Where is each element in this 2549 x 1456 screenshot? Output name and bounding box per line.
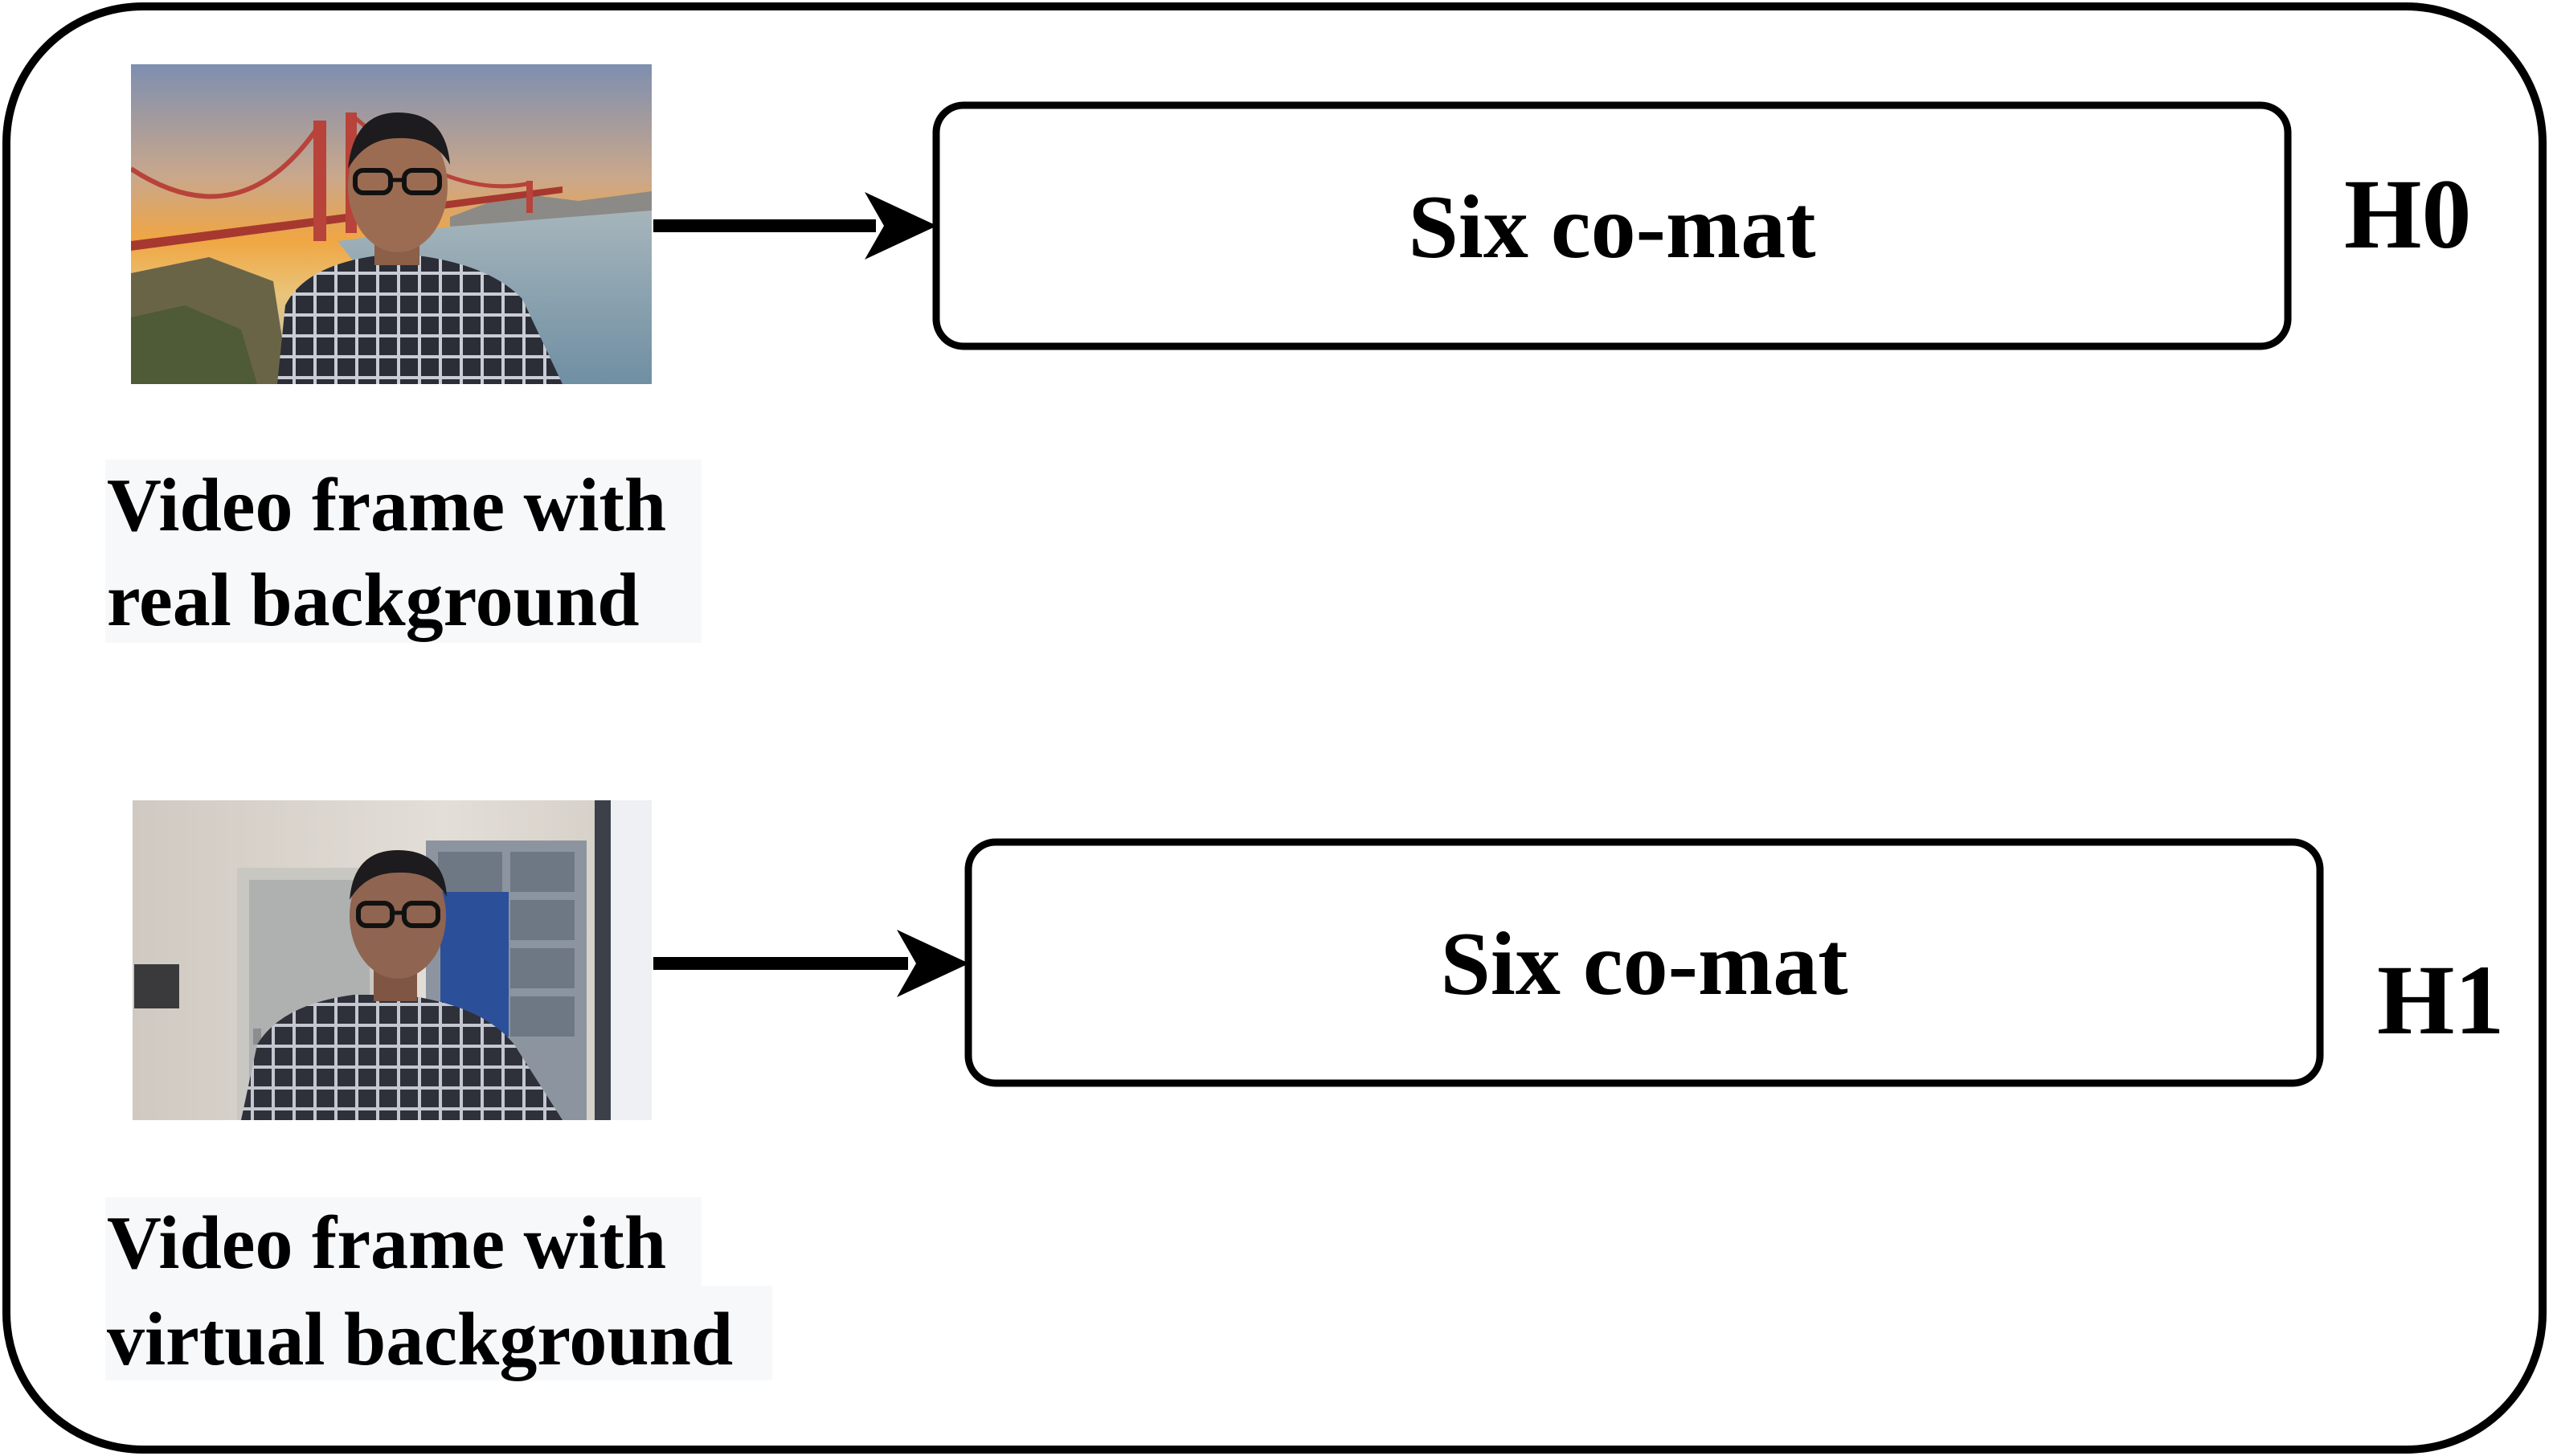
caption-virtual-line2: virtual background (107, 1298, 733, 1381)
caption-real-line1: Video frame with (107, 464, 666, 547)
arrow-real-to-comat (653, 192, 937, 260)
video-frame-virtual-background-image (133, 800, 652, 1120)
person-figure (277, 112, 563, 384)
video-frame-real-background-image (131, 64, 652, 384)
caption-virtual-line1: Video frame with (107, 1201, 666, 1285)
caption-real-line2: real background (107, 558, 640, 642)
person-figure (241, 850, 563, 1120)
co-mat-box-h0 (932, 101, 2292, 350)
hypothesis-h0-label: H0 (2344, 159, 2471, 269)
hypothesis-h1-label: H1 (2377, 945, 2504, 1055)
co-mat-label-h0: Six co-mat (1408, 178, 1815, 277)
co-mat-box-h1 (964, 838, 2324, 1087)
arrow-virtual-to-comat (653, 930, 969, 997)
co-mat-label-h1: Six co-mat (1440, 914, 1847, 1014)
